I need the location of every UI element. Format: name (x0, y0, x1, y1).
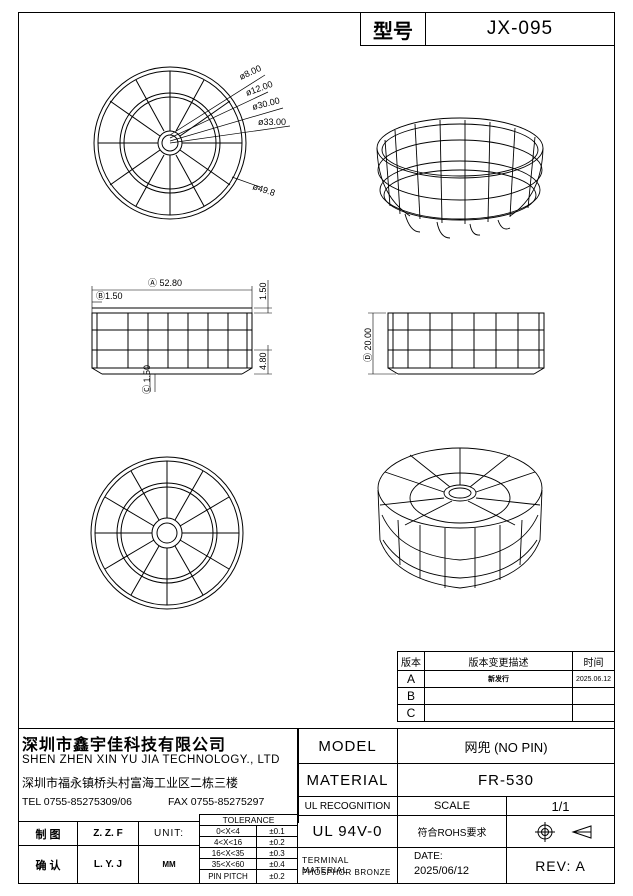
company-fax: FAX 0755-85275297 (168, 796, 265, 808)
terminal-value: PHOSPHOR BRONZE (302, 868, 391, 877)
bottom-view (90, 456, 244, 610)
dim-d5: ø49.8 (251, 181, 276, 198)
date-cell: DATE: 2025/06/12 (397, 847, 507, 884)
material-value: FR-530 (397, 763, 615, 797)
dim-d2: ø12.00 (244, 79, 274, 98)
unit-value: MM (138, 845, 200, 884)
isometric-view-dome (377, 447, 543, 589)
dim-b: Ⓑ1.50 (96, 291, 123, 301)
dim-c: Ⓒ 1.50 (142, 365, 152, 394)
rev-row-a-version: A (397, 670, 425, 688)
model-label: MODEL (297, 728, 398, 764)
rev-col-time: 时间 (572, 651, 615, 671)
first-angle-projection-icon (534, 821, 591, 842)
ul-label: UL RECOGNITION (297, 796, 398, 816)
company-address: 深圳市福永镇桥头村富海工业区二栋三楼 (22, 776, 239, 790)
confirm-label: 确 认 (18, 845, 78, 884)
scale-label: SCALE (397, 796, 507, 816)
draw-label: 制 图 (18, 821, 78, 846)
rev-row-a-desc: 新发行 (424, 670, 573, 688)
type-value: JX-095 (486, 18, 554, 39)
tol-value-5: ±0.2 (256, 869, 298, 884)
ul-value: UL 94V-0 (297, 815, 398, 848)
terminal-cell: TERMINAL MATERIAL PHOSPHOR BRONZE (297, 847, 398, 884)
model-value: 网兜 (NO PIN) (397, 728, 615, 764)
top-view (93, 66, 291, 220)
type-label: 型号 (373, 20, 413, 43)
rev-row-b-desc (424, 687, 573, 705)
company-tel: TEL 0755-85275309/06 (22, 796, 132, 808)
rev-row-c-version: C (397, 704, 425, 722)
side-view (368, 312, 545, 375)
side-view-labels: Ⓓ 20.00 (363, 328, 373, 362)
date-value: 2025/06/12 (414, 865, 470, 877)
company-name: 深圳市鑫宇佳科技有限公司 (22, 737, 227, 754)
rev-row-b-version: B (397, 687, 425, 705)
company-name-en: SHEN ZHEN XIN YU JIA TECHNOLOGY., LTD (22, 754, 280, 766)
confirm-name: L. Y. J (77, 845, 139, 884)
dim-a: Ⓐ 52.80 (148, 278, 182, 288)
dim-d: Ⓓ 20.00 (363, 328, 373, 362)
rev-row-c-desc (424, 704, 573, 722)
dim-d4: ø33.00 (258, 117, 286, 127)
tol-range-5: PIN PITCH (199, 869, 257, 884)
rev-row-b-time (572, 687, 615, 705)
scale-value: 1/1 (506, 796, 615, 816)
date-label: DATE: (414, 851, 443, 862)
front-view (91, 280, 272, 392)
company-block (18, 728, 299, 823)
unit-label: UNIT: (138, 821, 200, 846)
type-value-cell: JX-095 (425, 12, 615, 46)
isometric-view-ring (376, 117, 544, 239)
rev-col-desc: 版本变更描述 (424, 651, 573, 671)
rev-col-version: 版本 (397, 651, 425, 671)
rev-value: REV: A (506, 847, 615, 884)
dim-h1: 1.50 (258, 282, 268, 300)
front-view-labels: Ⓐ 52.80 Ⓑ1.50 1.50 4.80 Ⓒ 1.50 (96, 278, 268, 394)
material-label: MATERIAL (297, 763, 398, 797)
terminal-label: TERMINAL MATERIAL (302, 855, 349, 875)
rev-row-c-time (572, 704, 615, 722)
dim-h2: 4.80 (258, 352, 268, 370)
rohs-note: 符合ROHS要求 (397, 815, 507, 848)
projection-symbols (506, 815, 615, 848)
technical-drawing: ø8.00 ø12.00 ø30.00 ø33.00 ø49.8 (90, 63, 545, 610)
rev-row-a-time: 2025.06.12 (572, 670, 615, 688)
draw-name: Z. Z. F (77, 821, 139, 846)
